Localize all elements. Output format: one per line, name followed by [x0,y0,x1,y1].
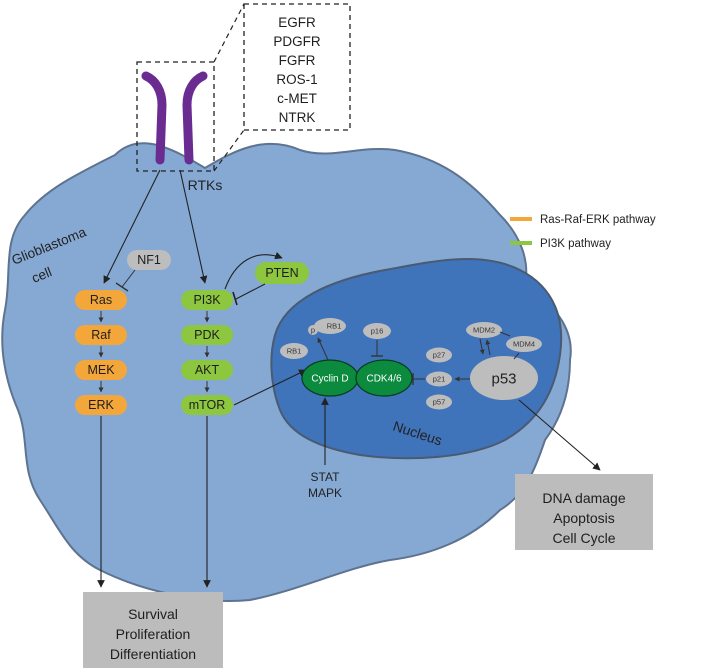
outcome-cell-cycle: Cell Cycle [552,530,615,546]
outcome-apoptosis: Apoptosis [553,510,614,526]
ras-label: Ras [90,293,112,307]
p16-label: p16 [371,327,384,336]
pdk-node [181,325,233,345]
outcome-proliferation: Proliferation [116,626,191,642]
rtk-fgfr: FGFR [279,53,316,68]
p57-label: p57 [433,398,446,407]
legend-label-pi3k: PI3K pathway [540,238,611,250]
rtk-cmet: c-MET [277,91,317,106]
outcome-box-right [515,474,653,550]
raf-node [75,325,127,345]
akt-node [181,360,233,380]
mtor-label: mTOR [189,398,226,412]
arrow-p53-to-mdm2 [485,339,491,356]
p57-node [426,394,452,410]
ras-node [75,290,127,310]
rb1-node [280,343,308,359]
rb1-phos-node [314,318,346,334]
rtk-ros1: ROS-1 [276,72,317,87]
mek-label: MEK [87,363,115,377]
mapk-label: MAPK [308,486,342,500]
nf1-node [127,250,171,270]
pten-inhibit-line [235,283,266,300]
legend-label-ras: Ras-Raf-ERK pathway [540,214,656,226]
cell-cycle-complex: Cyclin D CDK4/6 RB1 p RB1 p16 p27 p21 p5… [280,318,542,410]
pi3k-label: PI3K [193,293,221,307]
mdm4-node [506,336,542,352]
outcome-box-left [83,592,223,668]
pten-inhibit-bar [232,291,238,306]
rtk-receptor-icon [141,71,208,165]
cell-label-line2: cell [30,264,54,285]
nf1-inhibit-bar [115,282,129,292]
p21-node [426,371,452,387]
nucleus [270,258,563,460]
mdm2-label: MDM2 [473,326,495,335]
phosphate-node [308,325,318,335]
arrow-rtk-to-ras [103,169,161,284]
rb1-phos-label: RB1 [327,322,342,331]
arrow-p53-to-outcomes [518,399,601,471]
pi3k-node [181,290,233,310]
arrow-mdm2-to-p53 [479,338,485,355]
outcome-survival: Survival [128,606,178,622]
rb1-label: RB1 [287,347,302,356]
rtk-egfr: EGFR [278,15,316,30]
mdm4-label: MDM4 [513,340,535,349]
receptor-zoom-box [136,61,215,172]
akt-label: AKT [195,363,220,377]
rtk-list-box [243,3,351,131]
legend: Ras-Raf-ERK pathway PI3K pathway [510,214,656,250]
mdm2-node [466,322,502,338]
pten-label: PTEN [265,266,298,280]
rtk-pdgfr: PDGFR [273,34,321,49]
pi3k-pathway: PI3K PDK AKT mTOR [181,290,233,415]
arrow-rtk-to-pi3k [179,169,208,284]
p27-node [426,347,452,363]
p16-node [363,323,391,339]
nf1-inhibit-line [121,269,136,288]
cdk46-label: CDK4/6 [366,374,401,385]
arrow-mtor-to-cyclind [233,369,307,406]
outcome-differentiation: Differentiation [110,646,196,662]
erk-node [75,395,127,415]
raf-label: Raf [91,328,111,342]
phosphate-label: p [311,326,315,335]
outcome-dna-damage: DNA damage [542,490,625,506]
zoom-connector-top [213,3,245,63]
cyclin-d-label: Cyclin D [311,374,348,385]
p21-label: p21 [433,375,446,384]
mtor-node [181,395,233,415]
mdm2-mdm4-link [499,331,511,337]
rtk-list: EGFR PDGFR FGFR ROS-1 c-MET NTRK [273,15,321,125]
pdk-label: PDK [194,328,220,342]
p53-node [470,356,538,400]
arrow-complex-to-rb1 [317,337,329,361]
p53-label: p53 [491,371,516,388]
pten-node [255,262,309,284]
stat-label: STAT [311,470,341,484]
mek-node [75,360,127,380]
cdk46-node [355,359,413,397]
p27-label: p27 [433,351,446,360]
nf1-label: NF1 [137,253,161,267]
mdm4-to-p53-inhibit [513,352,520,360]
arrow-pi3k-to-pten [224,251,283,290]
rtks-label: RTKs [188,177,223,193]
rtk-ntrk: NTRK [279,110,316,125]
erk-label: ERK [88,398,114,412]
ras-pathway: Ras Raf MEK ERK [75,290,127,415]
